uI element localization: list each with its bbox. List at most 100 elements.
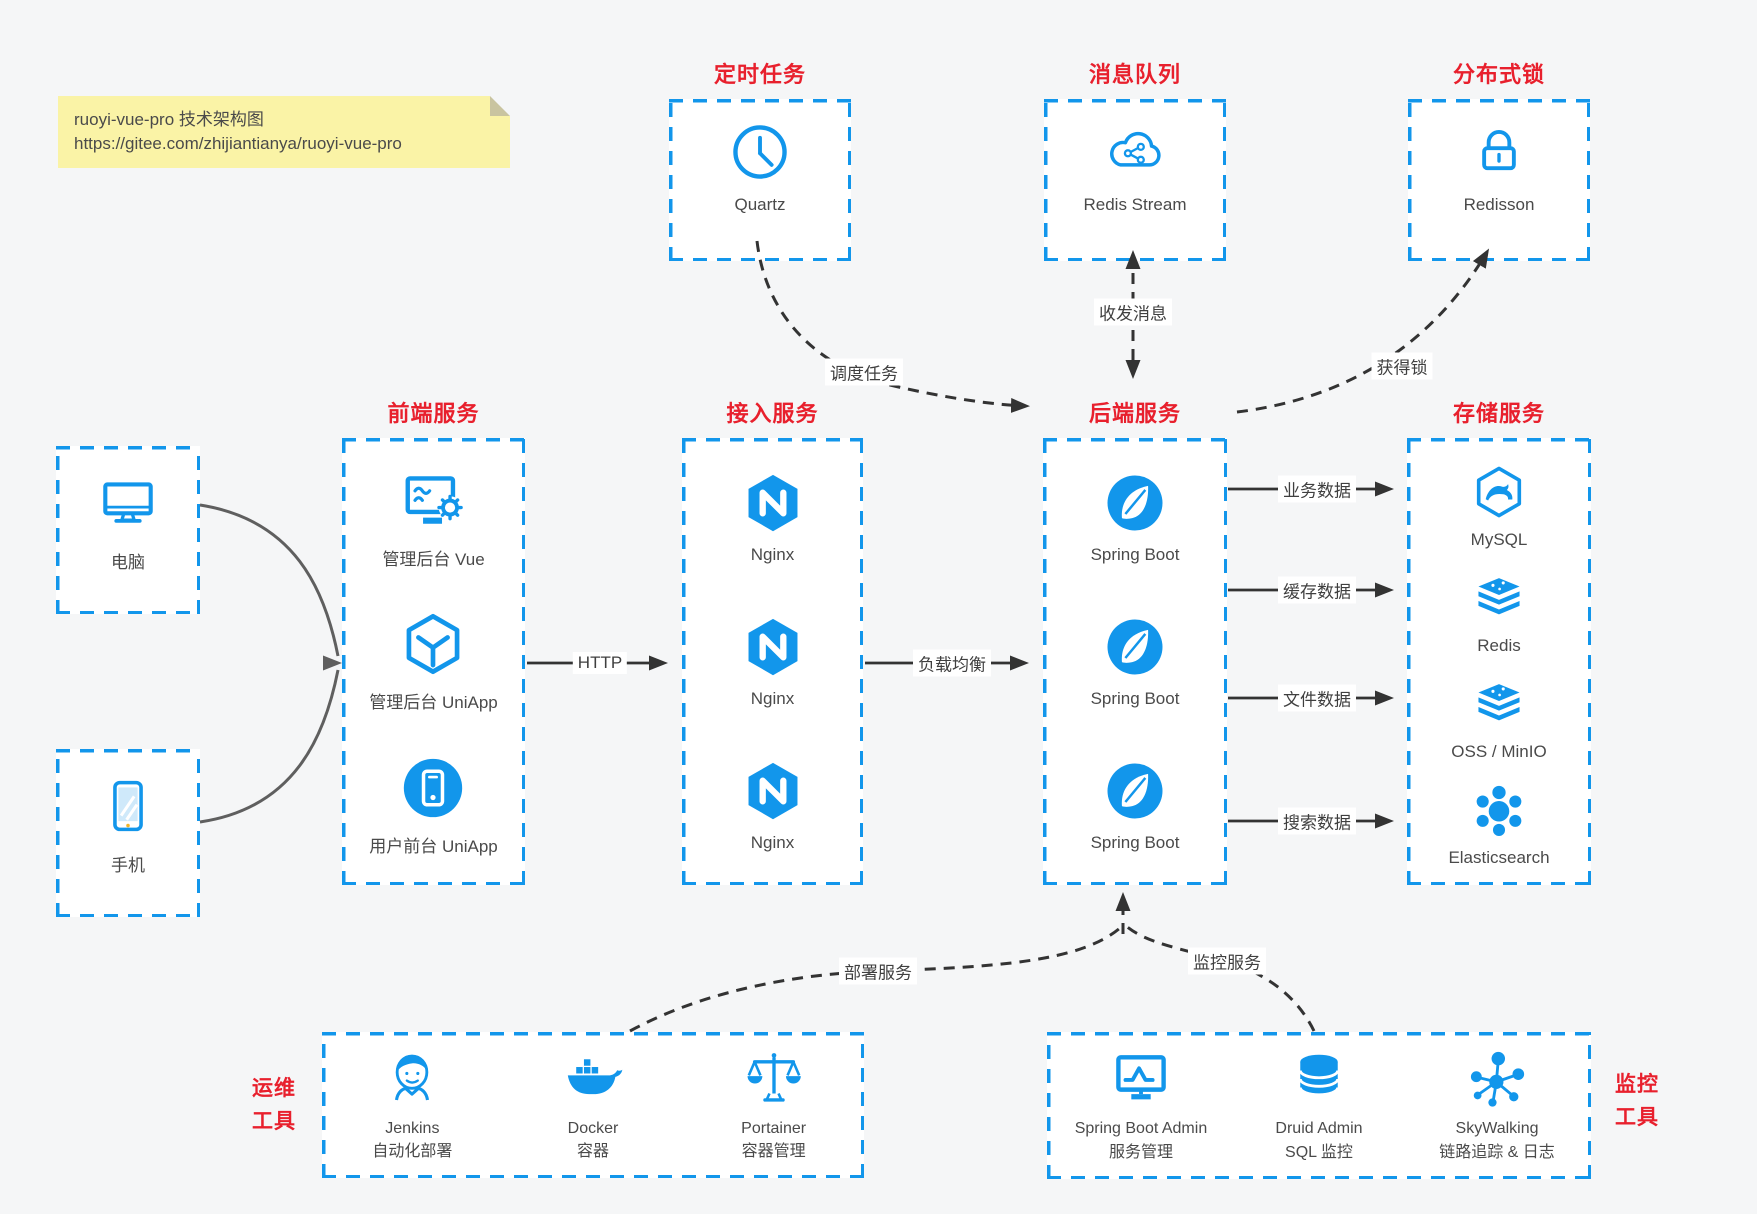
admin-vue-label: 管理后台 Vue — [382, 549, 485, 569]
node-spring-boot-1: Spring Boot — [1090, 470, 1180, 565]
monitor-tools-title: 监控 工具 — [1615, 1073, 1659, 1129]
jenkins-label: Jenkins 自动化部署 — [372, 1119, 453, 1160]
admin-vue-icon — [399, 466, 469, 536]
user-app-icon — [398, 753, 468, 823]
edge-label-schedule: 调度任务 — [825, 358, 903, 386]
quartz-group-title: 定时任务 — [713, 62, 806, 87]
nginx-label: Nginx — [750, 688, 795, 708]
lock-group-title: 分布式锁 — [1452, 62, 1545, 87]
nginx-label: Nginx — [750, 545, 795, 565]
spring-boot-label: Spring Boot — [1090, 688, 1180, 708]
cloud-stream-icon — [1104, 121, 1166, 183]
mysql-label: MySQL — [1470, 530, 1528, 550]
node-skywalking: SkyWalking 链路追踪 & 日志 — [1403, 1047, 1591, 1163]
nginx-icon — [740, 758, 806, 824]
node-mysql: MySQL — [1470, 463, 1528, 550]
pc-label: 电脑 — [111, 553, 145, 572]
spring-boot-icon — [1102, 614, 1168, 680]
quartz-label: Quartz — [734, 195, 786, 214]
quartz-group-box: Quartz — [669, 99, 851, 261]
mq-group-box: Redis Stream — [1044, 99, 1226, 261]
sticky-note: ruoyi-vue-pro 技术架构图 https://gitee.com/zh… — [58, 96, 510, 168]
elasticsearch-label: Elasticsearch — [1448, 847, 1550, 867]
oss-minio-label: OSS / MinIO — [1451, 741, 1547, 761]
edge-phone-to-frontend — [199, 669, 340, 824]
phone-device-box: 手机 — [56, 749, 200, 917]
node-elasticsearch: Elasticsearch — [1448, 781, 1550, 868]
redis-label: Redis — [1477, 636, 1521, 656]
node-nginx-3: Nginx — [740, 758, 806, 853]
edge-label-cache-data: 缓存数据 — [1278, 576, 1356, 604]
spring-boot-admin-label: Spring Boot Admin 服务管理 — [1074, 1120, 1208, 1161]
edge-pc-to-frontend — [199, 503, 340, 657]
note-url[interactable]: https://gitee.com/zhijiantianya/ruoyi-vu… — [74, 134, 402, 153]
redisson-label: Redisson — [1463, 195, 1535, 214]
node-oss-minio: OSS / MinIO — [1451, 675, 1547, 762]
storage-services-box: MySQL Redis OSS / MinIO Elasticsearch — [1407, 438, 1591, 885]
edge-label-monitor: 监控服务 — [1188, 947, 1266, 975]
docker-label: Docker 容器 — [567, 1119, 619, 1160]
docker-icon — [562, 1047, 624, 1109]
edge-label-file-data: 文件数据 — [1278, 684, 1356, 712]
elasticsearch-icon — [1470, 781, 1528, 839]
edge-label-deploy: 部署服务 — [839, 957, 917, 985]
storage-title: 存储服务 — [1452, 401, 1545, 426]
node-redis: Redis — [1470, 569, 1528, 656]
edge-label-search-data: 搜索数据 — [1278, 807, 1356, 835]
nginx-label: Nginx — [750, 832, 795, 852]
edge-label-business-data: 业务数据 — [1278, 475, 1356, 503]
nginx-icon — [740, 470, 806, 536]
storage-stack-icon — [1470, 675, 1528, 733]
clock-icon — [729, 121, 791, 183]
spring-boot-icon — [1102, 470, 1168, 536]
node-spring-boot-2: Spring Boot — [1090, 614, 1180, 709]
phone-label: 手机 — [111, 856, 145, 875]
portainer-icon — [743, 1047, 805, 1109]
frontend-title: 前端服务 — [387, 401, 480, 426]
backend-services-box: Spring Boot Spring Boot Spring Boot — [1043, 438, 1227, 885]
desktop-icon — [95, 470, 161, 536]
lock-icon — [1468, 121, 1530, 183]
edge-label-http: HTTP — [572, 652, 628, 674]
access-title: 接入服务 — [726, 401, 819, 426]
jenkins-icon — [381, 1047, 443, 1109]
nginx-icon — [740, 614, 806, 680]
frontend-services-box: 管理后台 Vue 管理后台 UniApp 用户前台 UniApp — [342, 438, 525, 885]
spring-boot-admin-icon — [1110, 1047, 1172, 1109]
skywalking-icon — [1466, 1047, 1528, 1109]
node-nginx-1: Nginx — [740, 470, 806, 565]
node-spring-boot-3: Spring Boot — [1090, 758, 1180, 853]
redis-icon — [1470, 569, 1528, 627]
node-jenkins: Jenkins 自动化部署 — [327, 1047, 497, 1163]
spring-boot-label: Spring Boot — [1090, 832, 1180, 852]
node-portainer: Portainer 容器管理 — [689, 1047, 859, 1163]
note-title: ruoyi-vue-pro 技术架构图 — [74, 110, 264, 129]
pc-device-box: 电脑 — [56, 446, 200, 614]
ops-tools-title: 运维 工具 — [252, 1077, 296, 1133]
spring-boot-label: Spring Boot — [1090, 545, 1180, 565]
access-services-box: Nginx Nginx Nginx — [682, 438, 863, 885]
node-docker: Docker 容器 — [508, 1047, 678, 1163]
edge-lock — [1236, 248, 1490, 414]
ops-tools-box: Jenkins 自动化部署 Docker 容器 Portainer 容器管理 — [322, 1032, 864, 1178]
user-uniapp-label: 用户前台 UniApp — [369, 837, 498, 857]
smartphone-icon — [95, 773, 161, 839]
monitor-tools-box: Spring Boot Admin 服务管理 Druid Admin SQL 监… — [1047, 1032, 1591, 1179]
druid-icon — [1288, 1047, 1350, 1109]
mq-group-title: 消息队列 — [1088, 62, 1181, 87]
node-nginx-2: Nginx — [740, 614, 806, 709]
edge-label-message: 收发消息 — [1094, 298, 1172, 326]
spring-boot-icon — [1102, 758, 1168, 824]
lock-group-box: Redisson — [1408, 99, 1590, 261]
node-druid-admin: Druid Admin SQL 监控 — [1235, 1047, 1403, 1163]
skywalking-label: SkyWalking 链路追踪 & 日志 — [1439, 1120, 1555, 1161]
edge-label-load-balance: 负载均衡 — [913, 649, 991, 677]
mysql-icon — [1470, 463, 1528, 521]
backend-title: 后端服务 — [1088, 401, 1181, 426]
druid-admin-label: Druid Admin SQL 监控 — [1275, 1120, 1363, 1161]
node-admin-uniapp: 管理后台 UniApp — [369, 609, 498, 713]
uniapp-cube-icon — [398, 609, 468, 679]
edge-label-lock: 获得锁 — [1371, 352, 1433, 380]
node-spring-boot-admin: Spring Boot Admin 服务管理 — [1047, 1047, 1235, 1163]
